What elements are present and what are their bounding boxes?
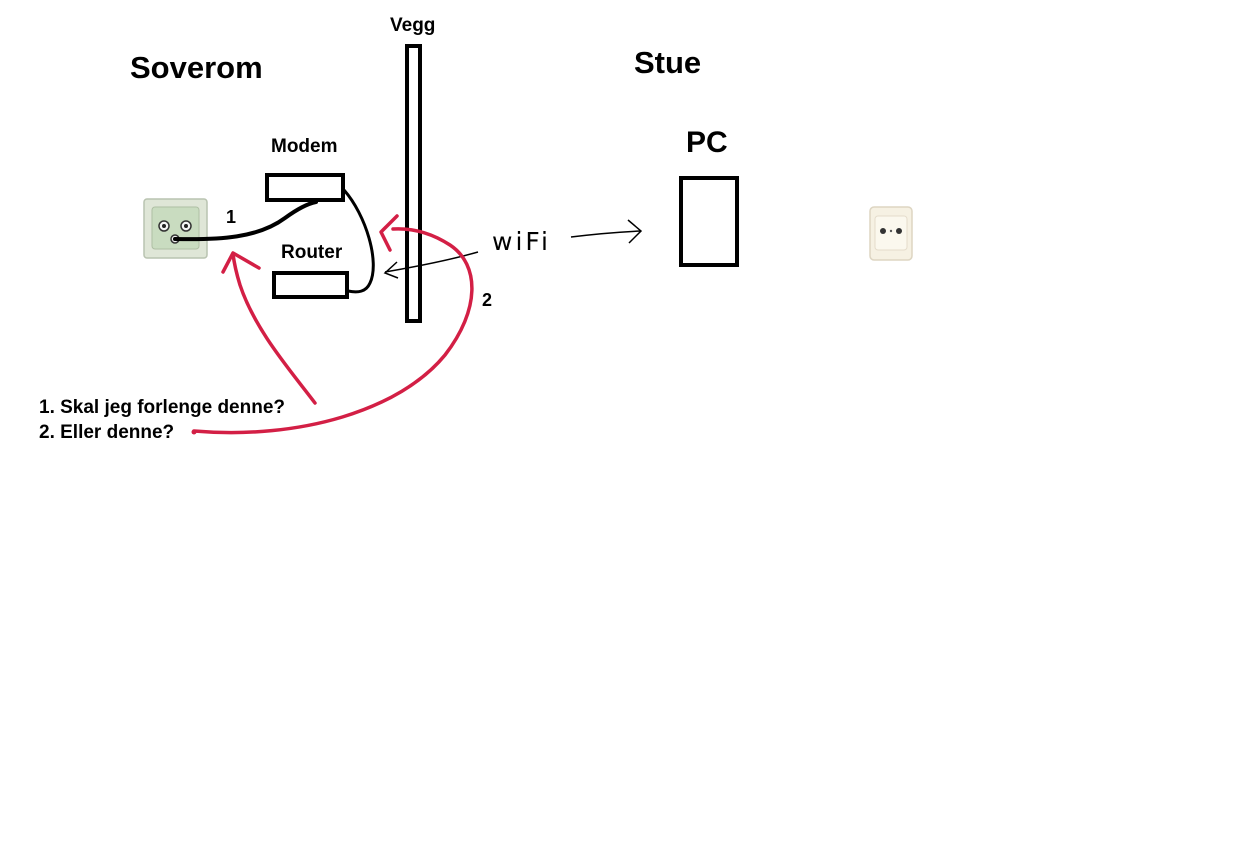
router-box [272, 271, 349, 299]
room-label-stue: Stue [634, 45, 702, 80]
question-2: 2. Eller denne? [39, 422, 175, 443]
wifi-label: wiFi [492, 227, 551, 256]
modem-box [265, 173, 345, 202]
pc-box [679, 176, 739, 267]
wall-outlet-icon [143, 198, 209, 265]
red-arrow-2 [192, 227, 474, 435]
marker-2: 2 [482, 290, 493, 310]
question-1: 1. Skal jeg forlenge denne? [39, 397, 286, 418]
modem-label: Modem [271, 136, 338, 157]
cable-outlet-to-modem [173, 200, 318, 242]
wall-outlet-icon [869, 206, 914, 267]
wifi-arrow-to-pc [570, 230, 641, 238]
router-label: Router [281, 242, 343, 263]
cable-modem-to-router [342, 188, 375, 294]
wall-label: Vegg [390, 15, 436, 36]
room-label-soverom: Soverom [130, 50, 263, 85]
marker-1: 1 [226, 207, 237, 227]
pc-label: PC [686, 126, 728, 159]
wall [405, 44, 422, 323]
wifi-arrow-to-router [384, 251, 479, 273]
red-arrow-1 [231, 252, 317, 405]
